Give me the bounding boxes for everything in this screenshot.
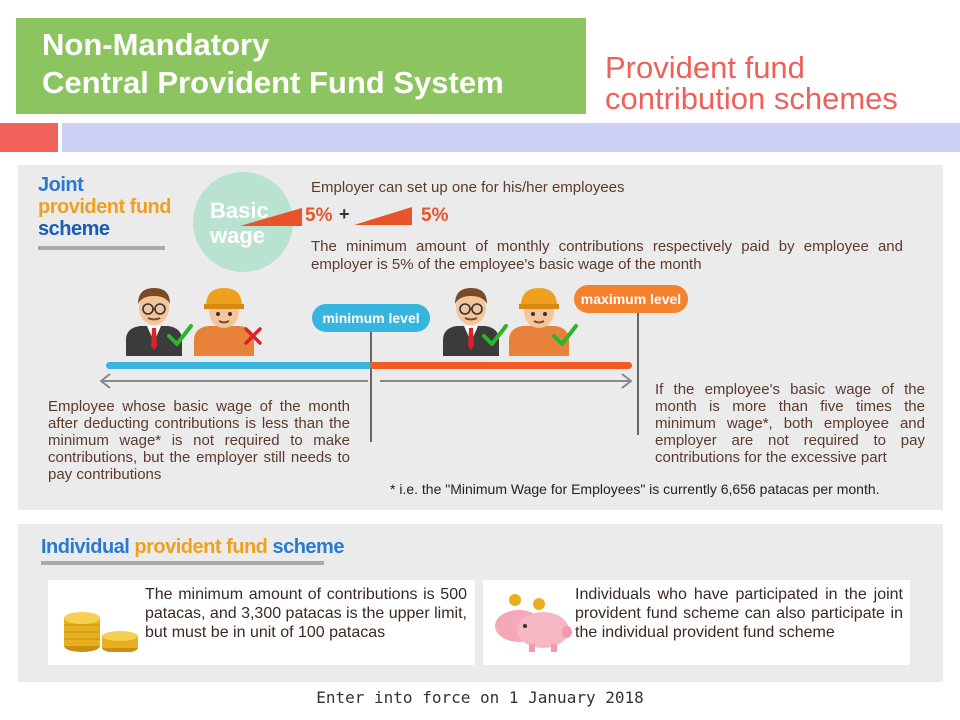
employer-setup-text: Employer can set up one for his/her empl… (311, 179, 625, 196)
employer-icon-right (443, 288, 499, 356)
scheme-title-word: scheme (38, 218, 110, 240)
minimum-wage-footnote: * i.e. the "Minimum Wage for Employees" … (390, 481, 880, 497)
check-icon-employer (482, 324, 508, 346)
below-minimum-bar (106, 362, 372, 369)
worker-icon (194, 288, 254, 356)
subtitle: Provident fund contribution schemes (605, 52, 898, 114)
header-accent-blue (62, 123, 960, 152)
maximum-level-line (637, 313, 639, 435)
joint-title-word: Joint (38, 174, 84, 196)
participation-card: Individuals who have participated in the… (483, 580, 910, 665)
worker-icon-right (509, 288, 569, 356)
contribution-range-bar (370, 362, 632, 369)
employer-wedge-icon (354, 207, 412, 225)
subtitle-line-1: Provident fund (605, 50, 805, 85)
maximum-level-label: maximum level (574, 285, 688, 313)
above-maximum-description: If the employee's basic wage of the mont… (655, 381, 925, 466)
joint-title-underline (38, 246, 165, 250)
employee-percentage: 5% (305, 205, 333, 226)
individual-title-word: Individual (41, 536, 130, 558)
employee-wedge-icon (240, 208, 302, 226)
joint-scheme-title: Joint provident fund scheme (38, 174, 171, 240)
minimum-level-label: minimum level (312, 304, 430, 332)
check-icon-worker (552, 324, 578, 346)
basic-word: Basic (210, 198, 269, 223)
title-line-1: Non-Mandatory (42, 27, 270, 62)
gold-coins-icon (64, 612, 138, 652)
check-icon (167, 324, 193, 346)
piggy-bank-icon (495, 594, 572, 652)
participation-text: Individuals who have participated in the… (575, 586, 903, 641)
provident-fund-title-word: provident fund (38, 196, 171, 218)
header-accent-red (0, 123, 58, 152)
title-line-2: Central Provident Fund System (42, 65, 504, 100)
basic-wage-label: Basic wage (210, 198, 269, 248)
right-arrow-icon (380, 373, 633, 389)
minimum-level-line (370, 332, 372, 442)
contribution-limits-text: The minimum amount of contributions is 5… (145, 586, 467, 641)
subtitle-line-2: contribution schemes (605, 81, 898, 116)
plus-sign: + (339, 204, 350, 224)
min-contribution-text: The minimum amount of monthly contributi… (311, 238, 903, 273)
scheme-title-word-2: scheme (272, 536, 344, 558)
individual-scheme-title: Individual provident fund scheme (41, 536, 344, 559)
wage-word: wage (210, 223, 266, 248)
contribution-limits-card: The minimum amount of contributions is 5… (48, 580, 475, 665)
cross-icon (244, 327, 262, 345)
effective-date: Enter into force on 1 January 2018 (316, 688, 644, 707)
below-minimum-description: Employee whose basic wage of the month a… (48, 398, 350, 483)
individual-title-underline (41, 561, 324, 565)
main-title: Non-Mandatory Central Provident Fund Sys… (16, 18, 586, 114)
employer-icon (126, 288, 182, 356)
left-arrow-icon (99, 373, 368, 389)
provident-fund-title-word-2: provident fund (134, 536, 268, 558)
employer-percentage: 5% (421, 205, 449, 226)
